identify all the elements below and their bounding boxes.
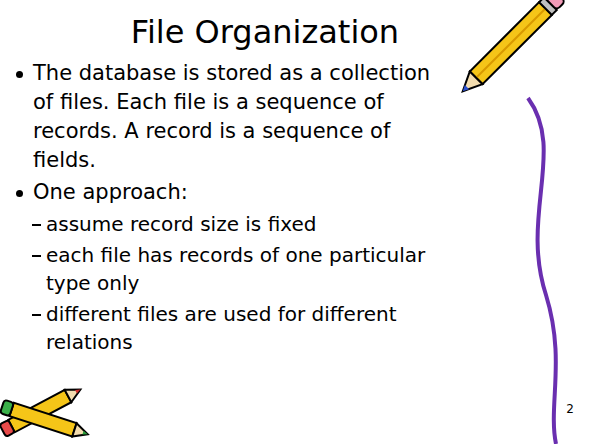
bullet-dash bbox=[32, 255, 41, 257]
bullet-text: assume record size is fixed bbox=[46, 210, 444, 238]
bullet-text: One approach: bbox=[33, 178, 444, 207]
bullet-text: each file has records of one particular … bbox=[46, 241, 444, 297]
bullet-list: The database is stored as a collection o… bbox=[12, 56, 444, 356]
bullet-dot bbox=[16, 71, 23, 78]
page-number: 2 bbox=[566, 402, 574, 416]
bullet-item: The database is stored as a collection o… bbox=[12, 59, 444, 175]
bullet-text: different files are used for different r… bbox=[46, 300, 444, 356]
pencil-clipart bbox=[0, 383, 84, 437]
decor-line bbox=[528, 98, 556, 444]
sub-bullet-item: assume record size is fixed bbox=[12, 210, 444, 238]
bullet-dash bbox=[32, 314, 41, 316]
sub-bullet-item: different files are used for different r… bbox=[12, 300, 444, 356]
pencil-clipart bbox=[456, 0, 565, 98]
sub-bullet-item: each file has records of one particular … bbox=[12, 241, 444, 297]
slide-title: File Organization bbox=[0, 12, 530, 52]
bullet-dash bbox=[32, 224, 41, 226]
bullet-dot bbox=[16, 190, 23, 197]
pencil-clipart bbox=[0, 400, 90, 441]
bullet-text: The database is stored as a collection o… bbox=[33, 59, 444, 175]
bullet-item: One approach: bbox=[12, 178, 444, 207]
